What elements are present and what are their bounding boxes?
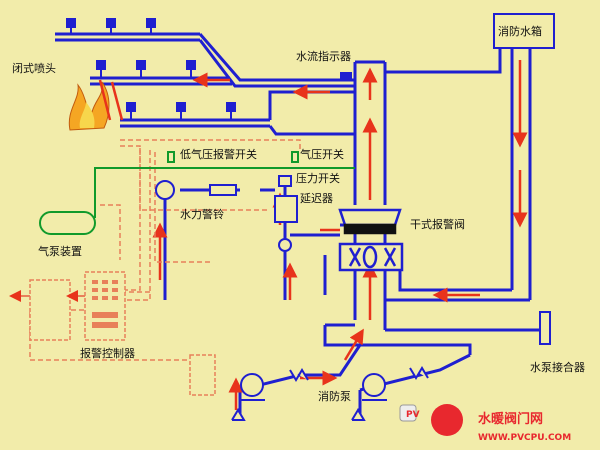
alarm-controller <box>29 271 216 396</box>
label-pressure-switch: 压力开关 <box>296 171 340 185</box>
water-bell <box>155 180 237 200</box>
label-air-pressure-switch: 气压开关 <box>300 147 344 161</box>
label-sprinkler: 闭式喷头 <box>12 62 56 75</box>
label-alarm-controller: 报警控制器 <box>80 346 135 360</box>
watermark-logo: PV 水暖阀门网 WWW.PVCPU.COM <box>399 404 571 443</box>
label-dry-valve: 干式报警阀 <box>410 217 465 231</box>
sprinkler-heads <box>66 18 236 120</box>
watermark-url: WWW.PVCPU.COM <box>478 433 571 443</box>
brand-mark: PV <box>406 410 420 420</box>
label-air-pump: 气泵装置 <box>38 244 82 258</box>
dry-alarm-valve <box>338 208 404 272</box>
flow-arrows <box>98 60 528 410</box>
flow-indicator <box>340 72 352 80</box>
air-pump <box>39 211 96 235</box>
fire-pumps <box>231 366 429 421</box>
label-pump-adapter: 水泵接合器 <box>530 360 585 374</box>
air-line <box>94 151 355 218</box>
label-water-bell: 水力警铃 <box>180 207 224 221</box>
delay-device <box>274 175 298 252</box>
watermark-logo-text: 水暖阀门网 <box>478 411 543 427</box>
label-low-pressure-switch: 低气压报警开关 <box>180 147 257 161</box>
label-fire-pump: 消防泵 <box>318 389 351 403</box>
label-tank: 消防水箱 <box>498 24 542 38</box>
label-delay-device: 延迟器 <box>300 192 333 205</box>
controller-keys <box>92 280 118 328</box>
fire-icon <box>68 81 110 131</box>
label-flow-indicator: 水流指示器 <box>296 49 351 63</box>
